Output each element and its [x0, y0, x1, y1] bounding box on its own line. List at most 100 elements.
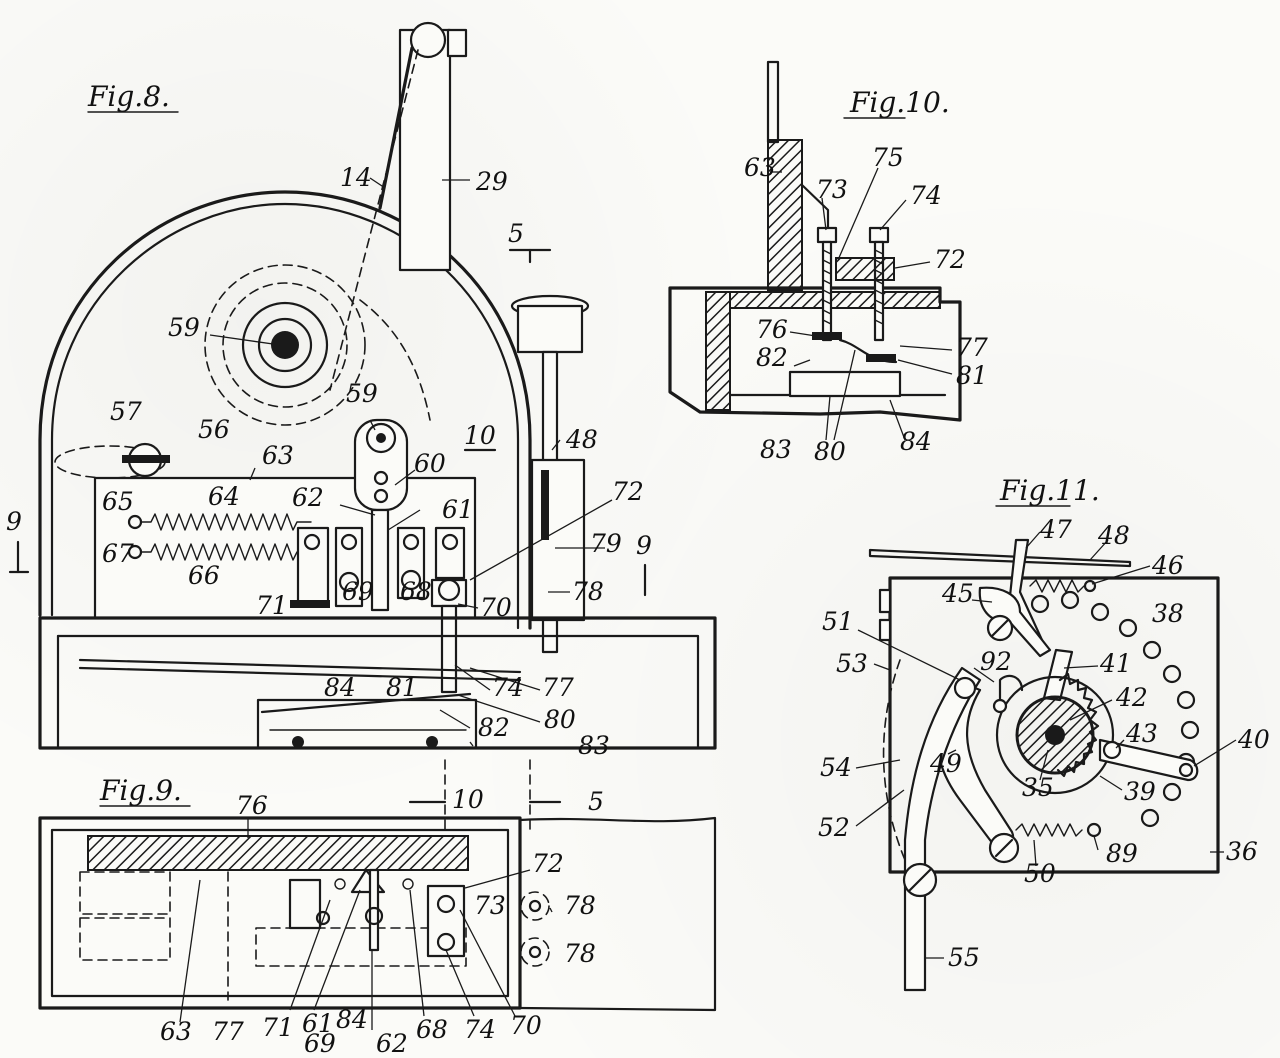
fig11-lever-53	[903, 666, 982, 992]
fig11-label-42: 42	[1115, 683, 1148, 712]
contact-block-68	[396, 526, 426, 600]
foot-b	[426, 736, 438, 748]
fig11-label-45: 45	[941, 579, 974, 608]
leader-59b	[369, 419, 376, 431]
fig10-plate-top	[766, 60, 780, 144]
fig11-label-40: 40	[1237, 725, 1270, 754]
fig11-link-92	[998, 674, 1024, 706]
contact-block-70	[434, 526, 466, 580]
fig11-label-39: 39	[1124, 777, 1156, 806]
fig9-dot-78a	[528, 899, 542, 913]
nut-72	[437, 578, 461, 602]
fig9-title: Fig.9.	[99, 774, 182, 807]
fig9-box-inner	[50, 828, 510, 998]
label-59b: 59	[346, 379, 378, 408]
fig11-label-46: 46	[1151, 551, 1184, 580]
base-inner-line	[56, 634, 700, 750]
screw-68b	[400, 569, 422, 591]
fig9-leader-78a	[549, 907, 553, 913]
fig10-label-82: 82	[756, 343, 788, 372]
screw-68a	[402, 533, 420, 551]
leader-48	[551, 439, 561, 451]
fig11-end-40	[1178, 762, 1194, 778]
reel-hub	[257, 317, 313, 373]
arm-stem-61	[370, 508, 390, 612]
roller-bar	[122, 455, 170, 463]
fig11-pin-46	[1083, 579, 1097, 593]
label-70: 70	[480, 593, 512, 622]
leader-77	[469, 667, 541, 691]
label-63: 63	[262, 441, 294, 470]
leader-74	[454, 664, 491, 691]
reel-ring	[241, 301, 329, 389]
fig9-dashed-base	[255, 927, 467, 967]
leader-70	[457, 603, 479, 609]
fig11-leader-39	[1099, 775, 1123, 791]
fig9-dashed-block-a	[79, 871, 171, 915]
fig10-leader-76	[789, 331, 817, 337]
label-79: 79	[590, 529, 622, 558]
label-14: 14	[340, 163, 372, 192]
foot-a	[292, 736, 304, 748]
fig10-leader-74	[879, 199, 907, 231]
fig10-leader-77	[899, 345, 953, 351]
leader-72	[469, 499, 613, 581]
fig10-block-72	[835, 257, 895, 281]
fig10-leader-84	[889, 399, 906, 441]
fig9-leader-70	[459, 909, 516, 1017]
label-29: 29	[475, 167, 508, 196]
knob-48-head	[516, 304, 584, 354]
label-69: 69	[342, 577, 374, 606]
label-81: 81	[386, 673, 418, 702]
label-9a: 9	[6, 507, 22, 536]
fig9-label-84: 84	[336, 1005, 368, 1034]
label-65: 65	[102, 487, 134, 516]
fig11-wheel-39	[995, 675, 1115, 795]
fig11-spring-50	[1015, 823, 1083, 837]
fig9-stem	[368, 868, 380, 952]
fig11-dashed-path	[882, 659, 906, 861]
fig10-spring-80	[838, 338, 898, 364]
fig10-leader-75	[837, 167, 879, 261]
fig11-leader-40	[1193, 739, 1237, 767]
dome-housing-inner	[50, 202, 520, 630]
fig10-label-72: 72	[934, 245, 966, 274]
label-72: 72	[612, 477, 644, 506]
fig11-label-43: 43	[1125, 719, 1158, 748]
fig11-label-54: 54	[820, 753, 852, 782]
fig10-label-83: 83	[760, 435, 792, 464]
fig10-screwhead-73	[816, 226, 838, 244]
fig9-box-right	[518, 816, 717, 1012]
contact-block-71	[296, 526, 330, 608]
reel-mid-dashed	[222, 282, 348, 408]
label-68: 68	[400, 577, 432, 606]
guide-slot	[541, 470, 549, 540]
fig11-leader-53	[873, 663, 891, 671]
fig9-leader-68	[409, 889, 425, 1017]
contact-box-83	[256, 698, 478, 750]
fig11-leader-42	[1069, 699, 1113, 721]
pulley-top	[409, 21, 447, 59]
fig11-label-49: 49	[929, 749, 962, 778]
label-71: 71	[256, 591, 288, 620]
reel-outer-dashed	[204, 264, 366, 426]
fig9-leader-61	[313, 889, 361, 1011]
label-5b: 5	[588, 787, 604, 816]
fig11-leader-92	[973, 667, 995, 683]
label-84: 84	[324, 673, 356, 702]
label-62: 62	[292, 483, 324, 512]
fig11-leader-54	[855, 759, 901, 769]
lever-bar-2	[78, 666, 522, 682]
fig9-dot-78b	[528, 945, 542, 959]
fig11-leader-35	[1039, 749, 1049, 781]
fig11-pin-92	[992, 698, 1008, 714]
fig9-label-70: 70	[510, 1011, 542, 1040]
label-67: 67	[102, 539, 134, 568]
fig11-title: Fig.11.	[999, 474, 1100, 507]
fig11-label-50: 50	[1024, 859, 1056, 888]
label-83: 83	[578, 731, 610, 760]
arm-hole-a	[373, 470, 389, 486]
label-64: 64	[208, 482, 240, 511]
fig11-pin-43	[1102, 740, 1122, 760]
